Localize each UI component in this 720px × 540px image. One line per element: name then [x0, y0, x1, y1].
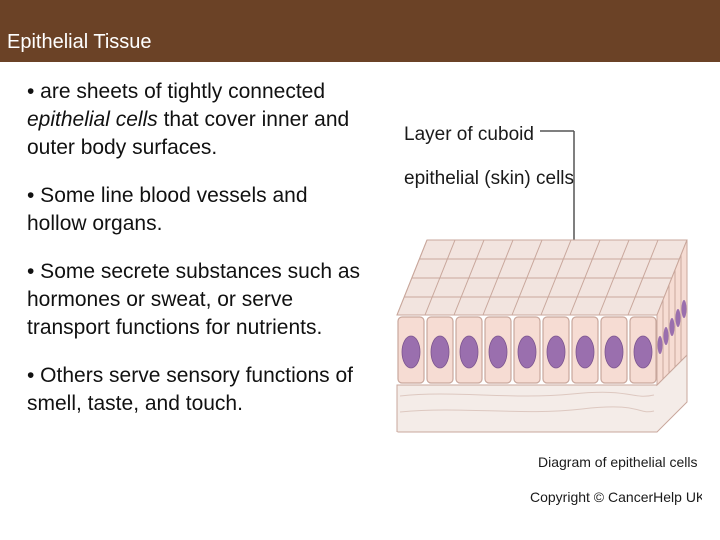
bullet-emphasis: epithelial cells [27, 108, 158, 131]
bullet-text: that cover inner and outer body surfaces… [27, 108, 350, 159]
bullet-item: • Others serve sensory functions of smel… [27, 364, 353, 415]
figure-caption: Diagram of epithelial cells [538, 454, 698, 470]
cell-row-front [397, 316, 657, 384]
title-bar: Epithelial Tissue [0, 0, 720, 62]
figure-copyright: Copyright © CancerHelp UK [530, 489, 702, 505]
figure-label-line2: epithelial (skin) cells [404, 168, 574, 189]
label-pointer [540, 130, 575, 260]
slide-title: Epithelial Tissue [7, 31, 152, 53]
bullet-item: • Some secrete substances such as hormon… [27, 260, 361, 339]
bullet-item: • Some line blood vessels and hollow org… [27, 184, 308, 235]
cell-layer-top [396, 239, 688, 316]
bullet-text: • are sheets of tightly connected [27, 80, 326, 103]
epithelial-cell-diagram: Layer of cuboid epithelial (skin) cells [396, 124, 702, 505]
bullet-list: • are sheets of tightly connected epithe… [27, 78, 372, 438]
bullet-item: • are sheets of tightly connected epithe… [27, 78, 372, 162]
figure-label-line1: Layer of cuboid [404, 124, 534, 145]
cell-layer-side [656, 239, 688, 387]
